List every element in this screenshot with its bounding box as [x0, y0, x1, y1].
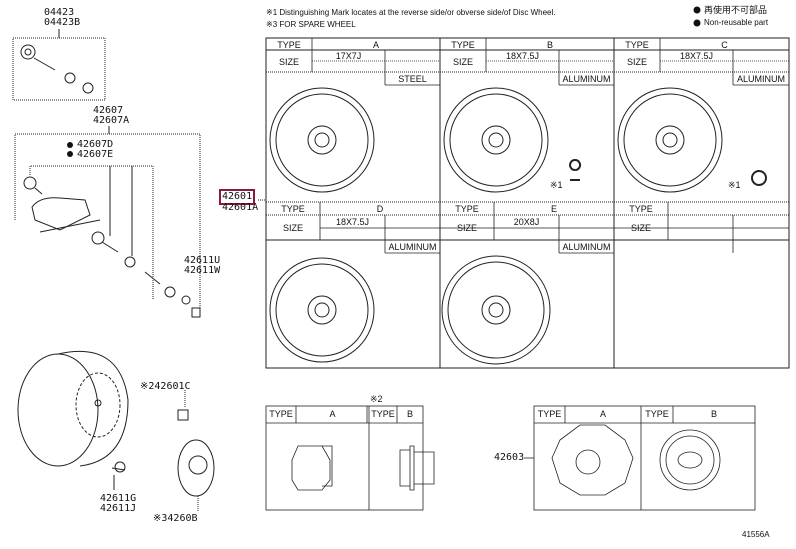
part-42601c[interactable]: ※242601C [140, 381, 191, 392]
nut-type-b: B [406, 409, 413, 419]
cap-type-b: B [710, 409, 717, 419]
wheel-d-type-label: TYPE [281, 204, 305, 214]
nut-table-grid [265, 405, 435, 511]
part-42611j[interactable]: 42611J [100, 503, 137, 514]
part-42607d[interactable]: 42607D [77, 139, 114, 150]
wheel-e-material: ALUMINUM [562, 242, 611, 252]
spare-tire-illustration [17, 350, 215, 512]
legend-jp: 再使用不可部品 [704, 5, 768, 15]
wheel-b-size: 18X7.5J [505, 51, 540, 61]
wheel-b-mark: ※1 [550, 180, 563, 190]
tpms-sensor-illustration [14, 126, 201, 318]
wheel-d-type: D [376, 204, 384, 214]
wheel-b-type: B [546, 40, 553, 50]
wheel-c-material: ALUMINUM [736, 74, 785, 84]
wheel-d-size-label: SIZE [282, 223, 303, 233]
wheel-c-type-label: TYPE [625, 40, 649, 50]
nut-type-a: A [329, 409, 336, 419]
wheel-c-size-label: SIZE [626, 57, 647, 67]
legend-en: Non-reusable part [704, 18, 769, 27]
wheel-d-material: ALUMINUM [388, 242, 437, 252]
part-42607e[interactable]: 42607E [77, 149, 114, 160]
wheel-f-type-label: TYPE [629, 204, 653, 214]
cap-type-label-a: TYPE [537, 409, 562, 419]
non-reusable-bullet-icon [67, 151, 73, 157]
wheel-a-type: A [372, 40, 379, 50]
note-spare-wheel: ※3 FOR SPARE WHEEL [266, 20, 356, 29]
wheel-e-type-label: TYPE [455, 204, 479, 214]
wheel-d-size: 18X7.5J [335, 217, 370, 227]
wheel-illustrations [269, 87, 768, 365]
wheel-a-size-label: SIZE [278, 57, 299, 67]
wheel-b-material: ALUMINUM [562, 74, 611, 84]
cap-table-grid [524, 405, 756, 511]
part-04423[interactable]: 04423 [44, 7, 75, 18]
valve-kit-illustration [12, 29, 106, 101]
wheel-e-type: E [550, 204, 557, 214]
part-42601a[interactable]: 42601A [222, 202, 259, 213]
non-reusable-bullet-icon [693, 6, 701, 14]
part-42611g[interactable]: 42611G [100, 493, 137, 504]
part-42607a[interactable]: 42607A [93, 115, 130, 126]
nut-type-label-a: TYPE [269, 409, 293, 419]
wheel-c-size: 18X7.5J [679, 51, 714, 61]
wheel-c-mark: ※1 [728, 180, 741, 190]
wheel-f-size-label: SIZE [630, 223, 651, 233]
wheel-a-size: 17X7J [335, 51, 362, 61]
diagram-id: 41556A [742, 530, 770, 539]
wheel-e-size: 20X8J [513, 217, 540, 227]
wheel-b-size-label: SIZE [452, 57, 473, 67]
wheel-a-type-label: TYPE [277, 40, 301, 50]
wheel-b-type-label: TYPE [451, 40, 475, 50]
wheel-table-grid [258, 37, 790, 369]
part-04423b[interactable]: 04423B [44, 17, 81, 28]
wheel-a-material: STEEL [398, 74, 427, 84]
part-42611w[interactable]: 42611W [184, 265, 221, 276]
part-42603[interactable]: 42603 [494, 452, 525, 463]
cap-type-label-b: TYPE [645, 409, 669, 419]
nut-table-mark: ※2 [370, 394, 383, 404]
wheel-e-size-label: SIZE [456, 223, 477, 233]
wheel-c-type: C [721, 40, 728, 50]
part-42607[interactable]: 42607 [93, 105, 124, 116]
part-42601[interactable]: 42601 [218, 189, 256, 205]
non-reusable-bullet-icon [693, 19, 701, 27]
note-distinguishing-mark: ※1 Distinguishing Mark locates at the re… [266, 8, 556, 17]
part-42608[interactable]: ※34260B [153, 513, 198, 524]
non-reusable-bullet-icon [67, 142, 73, 148]
part-42611u[interactable]: 42611U [184, 255, 221, 266]
nut-type-label-b: TYPE [371, 409, 395, 419]
cap-type-a: A [599, 409, 606, 419]
